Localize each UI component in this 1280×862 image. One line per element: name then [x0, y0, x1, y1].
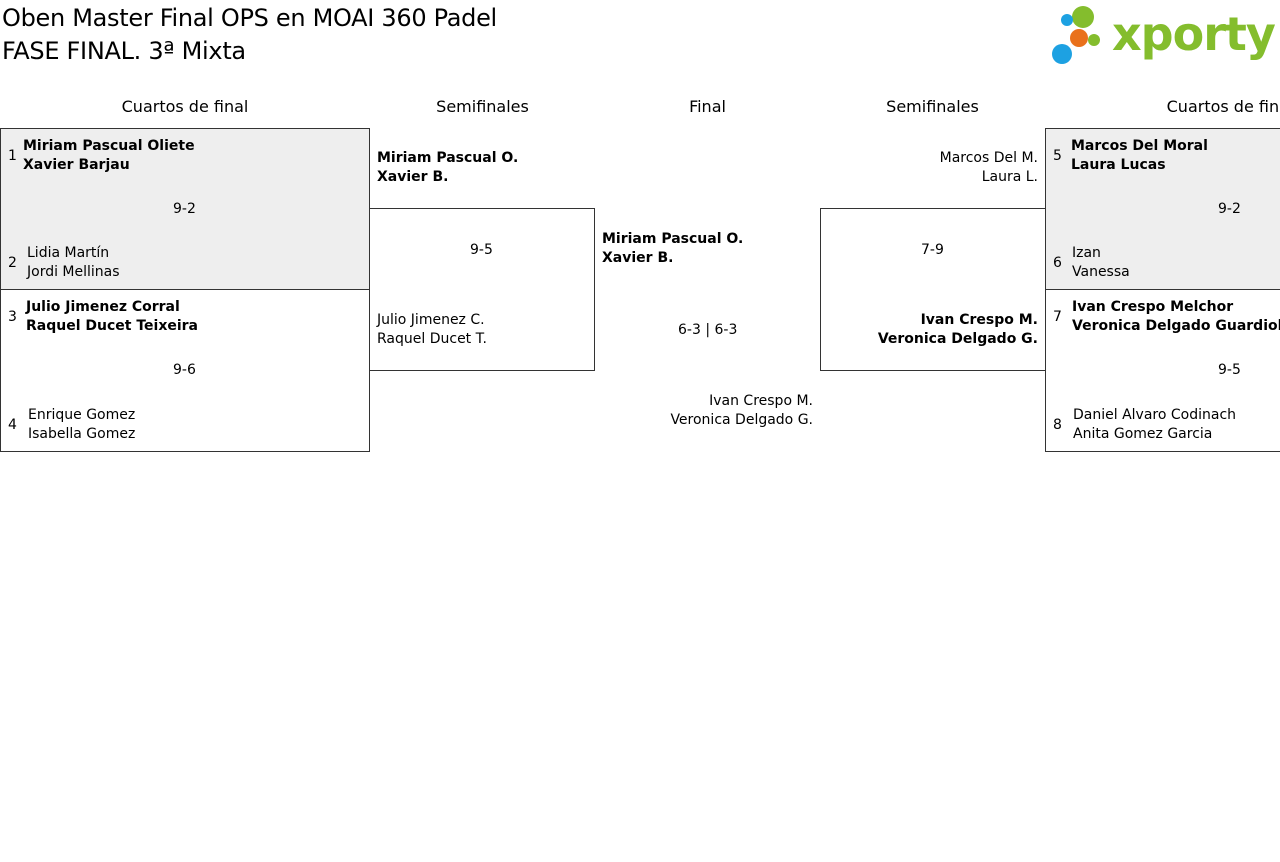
player-name: Enrique Gomez: [28, 407, 136, 423]
player-name: Raquel Ducet Teixeira: [26, 318, 198, 334]
seed-number: 1: [8, 148, 17, 164]
seed-number: 2: [8, 255, 17, 271]
player-name: Daniel Alvaro Codinach: [1073, 407, 1237, 423]
match-final[interactable]: Miriam Pascual O. Xavier B. 6-3 | 6-3 Iv…: [595, 208, 820, 438]
logo-dot-blue-bottom: [1052, 44, 1072, 64]
round-title-qf-right: Cuartos de final: [1166, 97, 1280, 116]
player-name: Anita Gomez Garcia: [1073, 426, 1213, 442]
player-name: Miriam Pascual Oliete: [23, 138, 195, 154]
round-title-final: Final: [689, 97, 726, 116]
player-name: Ivan Crespo M.: [920, 312, 1038, 328]
player-name: Laura L.: [981, 169, 1038, 185]
player-name: Jordi Mellinas: [27, 264, 120, 280]
player-name: Ivan Crespo Melchor: [1072, 299, 1234, 315]
round-title-sf-right: Semifinales: [886, 97, 979, 116]
player-name: Izan: [1072, 245, 1101, 261]
match-qf-left-1[interactable]: 1 Miriam Pascual Oliete Xavier Barjau 9-…: [0, 128, 370, 290]
seed-number: 4: [8, 417, 17, 433]
round-title-qf-left: Cuartos de final: [121, 97, 249, 116]
seed-number: 3: [8, 309, 17, 325]
player-name: Veronica Delgado G.: [877, 331, 1038, 347]
player-name: Ivan Crespo M.: [709, 393, 813, 409]
player-name: Miriam Pascual O.: [377, 150, 519, 166]
match-qf-right-1[interactable]: 5 Marcos Del Moral Laura Lucas 9-2 6 Iza…: [1045, 128, 1280, 290]
player-name: Xavier B.: [377, 169, 449, 185]
logo-wordmark: xporty: [1112, 7, 1276, 61]
seed-number: 7: [1053, 309, 1062, 325]
player-name: Veronica Delgado Guardiola: [1072, 318, 1280, 334]
match-score: 9-6: [173, 362, 196, 378]
seed-number: 6: [1053, 255, 1062, 271]
player-name: Veronica Delgado G.: [670, 412, 813, 428]
match-score: 6-3 | 6-3: [678, 322, 738, 338]
match-sf-left[interactable]: 9-5 Julio Jimenez C. Raquel Ducet T.: [369, 208, 595, 371]
player-name: Xavier B.: [602, 250, 674, 266]
match-qf-left-2[interactable]: 3 Julio Jimenez Corral Raquel Ducet Teix…: [0, 289, 370, 452]
player-name: Raquel Ducet T.: [377, 331, 487, 347]
player-name: Julio Jimenez C.: [377, 312, 485, 328]
logo-dot-green-small: [1088, 34, 1100, 46]
match-score: 9-5: [1218, 362, 1241, 378]
player-name: Laura Lucas: [1071, 157, 1166, 173]
player-name: Marcos Del M.: [939, 150, 1038, 166]
match-score: 9-2: [173, 201, 196, 217]
player-name: Lidia Martín: [27, 245, 110, 261]
player-name: Marcos Del Moral: [1071, 138, 1208, 154]
match-qf-right-2[interactable]: 7 Ivan Crespo Melchor Veronica Delgado G…: [1045, 289, 1280, 452]
player-name: Vanessa: [1072, 264, 1130, 280]
player-name: Julio Jimenez Corral: [26, 299, 180, 315]
match-score: 9-2: [1218, 201, 1241, 217]
player-name: Isabella Gomez: [28, 426, 136, 442]
page-subtitle: FASE FINAL. 3ª Mixta: [2, 37, 246, 65]
round-title-sf-left: Semifinales: [436, 97, 529, 116]
page-title: Oben Master Final OPS en MOAI 360 Padel: [2, 4, 497, 32]
player-name: Miriam Pascual O.: [602, 231, 744, 247]
logo-dot-orange: [1070, 29, 1088, 47]
match-score: 9-5: [470, 242, 493, 258]
player-name: Xavier Barjau: [23, 157, 130, 173]
match-score: 7-9: [921, 242, 944, 258]
seed-number: 5: [1053, 148, 1062, 164]
xporty-logo[interactable]: xporty: [1050, 4, 1280, 66]
match-sf-right[interactable]: 7-9 Ivan Crespo M. Veronica Delgado G.: [820, 208, 1046, 371]
seed-number: 8: [1053, 417, 1062, 433]
logo-dot-green: [1072, 6, 1094, 28]
logo-dot-blue-top: [1061, 14, 1073, 26]
